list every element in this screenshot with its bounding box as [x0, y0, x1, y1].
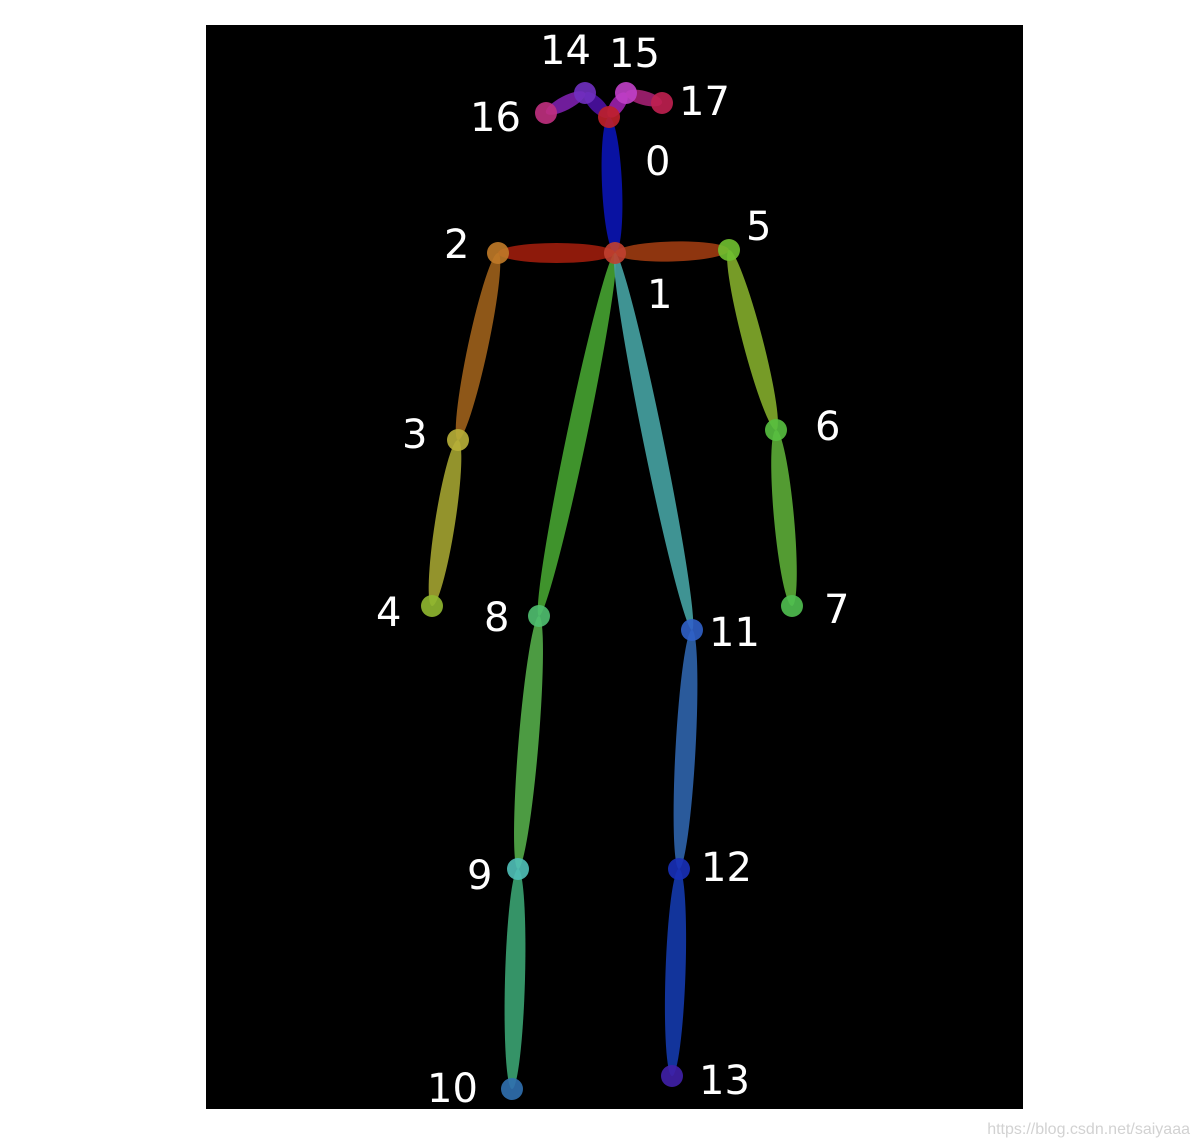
- limb-1-8: [537, 252, 617, 617]
- keypoint-5: [718, 239, 740, 261]
- limb-0-1: [601, 116, 623, 254]
- keypoint-label-5: 5: [746, 204, 771, 250]
- keypoint-label-17: 17: [679, 79, 730, 125]
- keypoint-label-0: 0: [645, 139, 670, 185]
- keypoint-17: [651, 92, 673, 114]
- limbs-layer: [428, 89, 797, 1090]
- keypoint-3: [447, 429, 469, 451]
- keypoint-label-11: 11: [709, 610, 760, 656]
- keypoint-label-16: 16: [470, 95, 521, 141]
- keypoint-15: [615, 82, 637, 104]
- watermark: https://blog.csdn.net/saiyaaa: [987, 1121, 1190, 1138]
- keypoint-16: [535, 102, 557, 124]
- keypoint-label-13: 13: [699, 1058, 750, 1104]
- keypoint-8: [528, 605, 550, 627]
- keypoint-label-2: 2: [444, 222, 469, 268]
- keypoint-label-4: 4: [376, 590, 401, 636]
- keypoint-label-9: 9: [467, 853, 492, 899]
- keypoint-13: [661, 1065, 683, 1087]
- limb-1-11: [613, 252, 694, 631]
- limb-5-6: [727, 249, 778, 431]
- keypoint-2: [487, 242, 509, 264]
- limb-1-2: [498, 243, 615, 263]
- keypoint-1: [604, 242, 626, 264]
- keypoint-12: [668, 858, 690, 880]
- keypoint-7: [781, 595, 803, 617]
- joints-layer: [421, 82, 803, 1100]
- keypoint-9: [507, 858, 529, 880]
- keypoint-label-7: 7: [824, 587, 849, 633]
- keypoint-label-8: 8: [484, 595, 509, 641]
- limb-12-13: [664, 868, 687, 1077]
- limb-1-5: [614, 241, 730, 262]
- keypoint-0: [598, 106, 620, 128]
- limb-2-3: [455, 252, 501, 441]
- limb-9-10: [504, 868, 526, 1090]
- keypoint-6: [765, 419, 787, 441]
- limb-6-7: [771, 429, 797, 607]
- keypoint-label-12: 12: [701, 845, 752, 891]
- keypoint-4: [421, 595, 443, 617]
- keypoint-10: [501, 1078, 523, 1100]
- keypoint-label-10: 10: [427, 1066, 478, 1112]
- limb-8-9: [514, 615, 543, 870]
- keypoint-11: [681, 619, 703, 641]
- keypoint-label-1: 1: [647, 272, 672, 318]
- keypoint-label-3: 3: [402, 412, 427, 458]
- keypoint-label-15: 15: [609, 31, 660, 77]
- keypoint-label-6: 6: [815, 404, 840, 450]
- limb-11-12: [673, 629, 698, 870]
- keypoint-14: [574, 82, 596, 104]
- limb-3-4: [428, 439, 462, 607]
- keypoint-label-14: 14: [540, 28, 591, 74]
